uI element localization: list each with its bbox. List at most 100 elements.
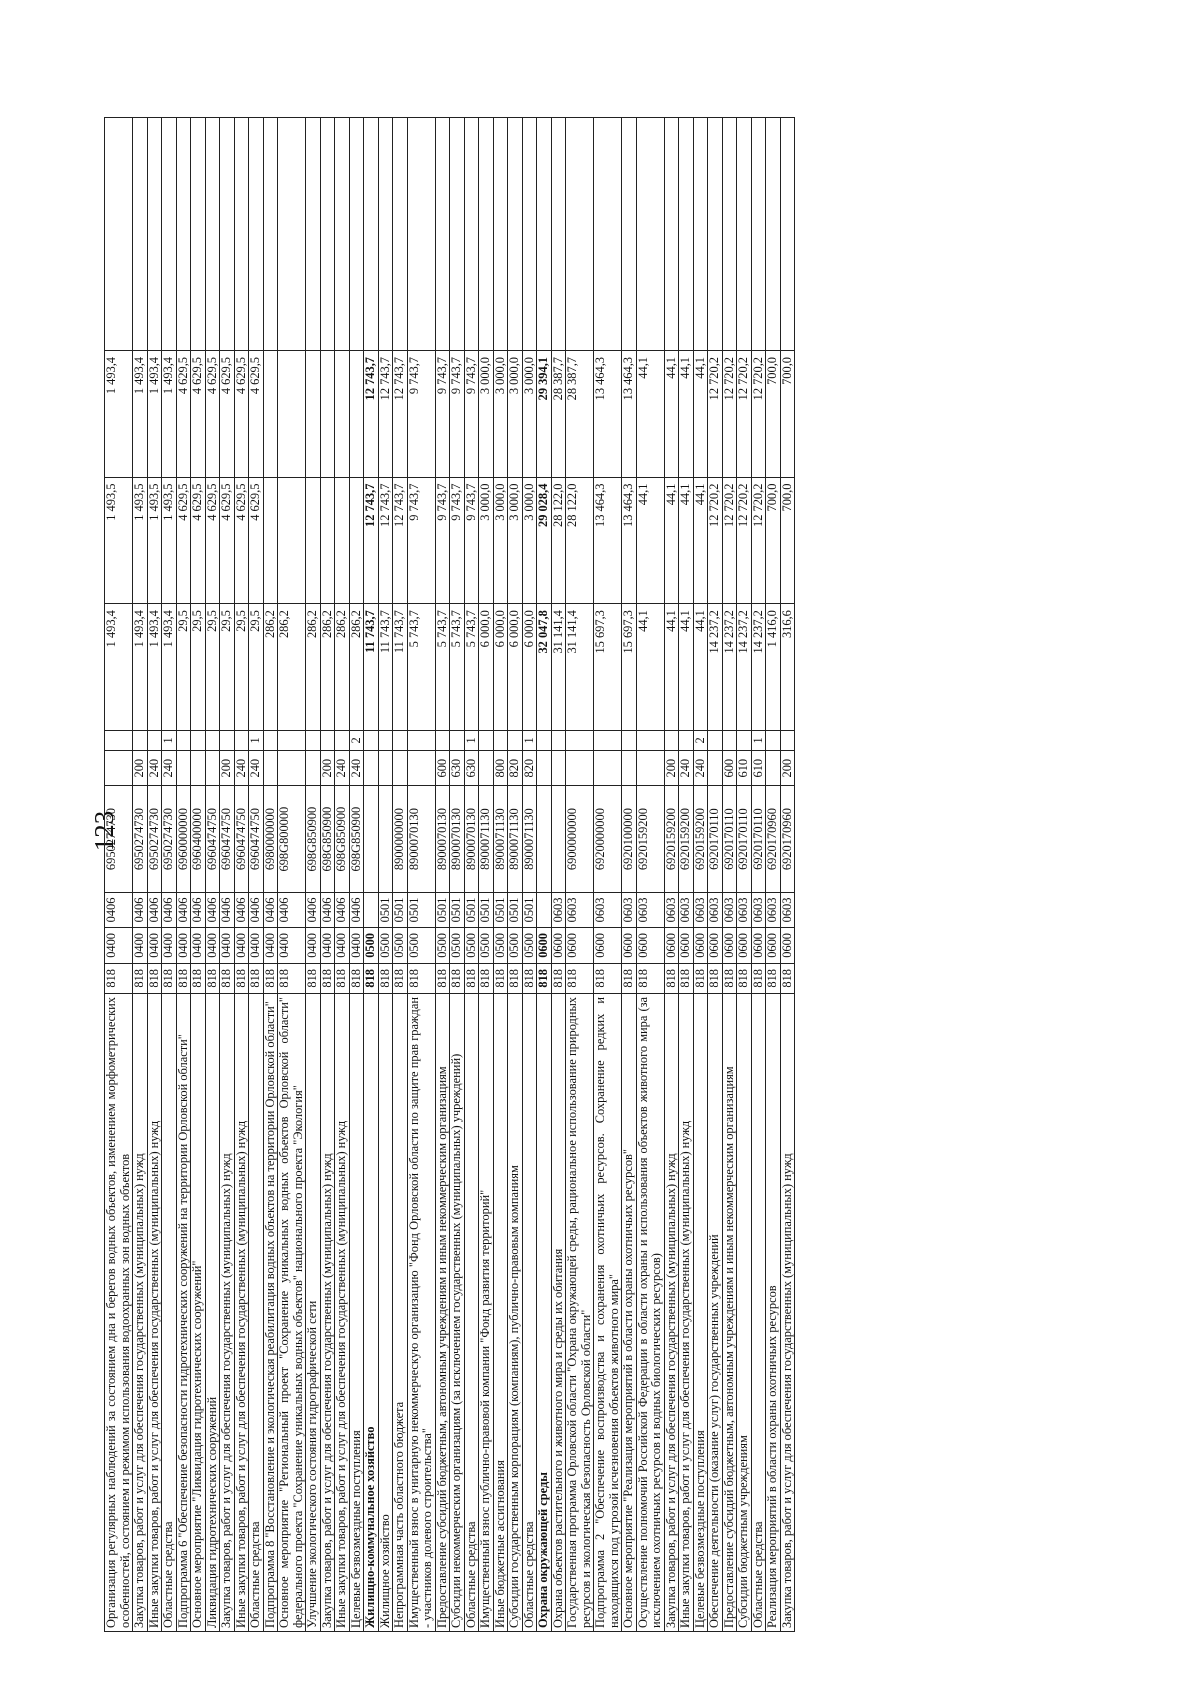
cell-subsection-code: 0406 [305,892,320,928]
cell-expense-type-code [205,750,220,786]
cell-amount-2: 4 629,5 [176,477,191,604]
cell-name: Охрана объектов растительного и животног… [551,993,566,1632]
cell-amount-2: 1 493,5 [161,477,176,604]
cell-target-article-code: 6920000000 [593,785,622,893]
cell-name: Областные средства [751,993,766,1632]
cell-amount-1: 29,5 [234,603,249,731]
cell-grbs-code: 818 [320,963,335,994]
table-row: Закупка товаров, работ и услуг для обесп… [664,117,679,1632]
cell-section-code: 0400 [334,927,349,964]
cell-subsection-code: 0603 [780,892,795,928]
cell-target-article-code: 6960474750 [205,785,220,893]
cell-name: Предоставление субсидий бюджетным, автон… [722,993,737,1632]
cell-expense-type-code [536,750,551,786]
cell-amount-4 [320,117,335,351]
cell-amount-2: 12 743,7 [363,477,378,604]
cell-name: Организация регулярных наблюдений за сос… [104,993,133,1632]
cell-name: Предоставление субсидий бюджетным, автон… [435,993,450,1632]
cell-source-code [478,730,493,751]
cell-source-code [334,730,349,751]
cell-name: Иные бюджетные ассигнования [493,993,508,1632]
cell-section-code: 0400 [263,927,278,964]
cell-grbs-code: 818 [736,963,751,994]
cell-target-article-code: 698G850900 [320,785,335,893]
cell-grbs-code: 818 [190,963,205,994]
cell-name: Подпрограмма 6 "Обеспечение безопасности… [176,993,191,1632]
cell-subsection-code: 0406 [147,892,162,928]
cell-target-article-code: 8900071130 [478,785,493,893]
cell-target-article-code: 698G850900 [334,785,349,893]
cell-source-code [378,730,393,751]
cell-source-code [765,730,780,751]
cell-target-article-code [378,785,393,893]
table-row: Организация регулярных наблюдений за сос… [104,117,133,1632]
cell-amount-4 [234,117,249,351]
cell-subsection-code: 0603 [593,892,622,928]
cell-subsection-code: 0406 [132,892,147,928]
cell-name: Жилищное хозяйство [378,993,393,1632]
table-row: Предоставление субсидий бюджетным, автон… [722,117,737,1632]
cell-subsection-code: 0603 [693,892,708,928]
cell-amount-3 [263,350,278,478]
cell-amount-3: 700,0 [765,350,780,478]
cell-section-code: 0500 [507,927,522,964]
table-row: Основное мероприятие "Региональный проек… [277,117,306,1632]
cell-subsection-code: 0406 [277,892,306,928]
cell-amount-2: 1 493,5 [104,477,133,604]
cell-name: Основное мероприятие "Ликвидация гидроте… [190,993,205,1632]
cell-name: Областные средства [161,993,176,1632]
cell-amount-1: 44,1 [678,603,693,731]
cell-section-code: 0400 [320,927,335,964]
cell-amount-1: 6 000,0 [522,603,537,731]
cell-target-article-code: 698G850900 [349,785,364,893]
cell-expense-type-code: 200 [132,750,147,786]
cell-amount-3: 4 629,5 [190,350,205,478]
cell-source-code [636,730,664,751]
cell-amount-1: 31 141,4 [551,603,566,731]
cell-subsection-code: 0501 [378,892,393,928]
cell-source-code: 2 [349,730,364,751]
cell-amount-4 [176,117,191,351]
cell-amount-1: 1 493,4 [104,603,133,731]
cell-section-code: 0600 [707,927,722,964]
cell-amount-2: 12 720,2 [722,477,737,604]
cell-source-code: 1 [751,730,766,751]
cell-amount-4 [205,117,220,351]
cell-amount-2: 9 743,7 [449,477,464,604]
cell-expense-type-code: 200 [219,750,234,786]
cell-subsection-code: 0603 [736,892,751,928]
cell-section-code: 0400 [277,927,306,964]
cell-name: Подпрограмма 2 "Обеспечение воспроизводс… [593,993,622,1632]
cell-amount-2: 3 000,0 [507,477,522,604]
cell-grbs-code: 818 [507,963,522,994]
cell-amount-2 [320,477,335,604]
cell-amount-3: 4 629,5 [205,350,220,478]
cell-section-code: 0400 [161,927,176,964]
cell-amount-3: 12 720,2 [707,350,722,478]
cell-section-code: 0400 [248,927,263,964]
cell-name: Закупка товаров, работ и услуг для обесп… [780,993,795,1632]
cell-amount-1: 5 743,7 [435,603,450,731]
cell-grbs-code: 818 [536,963,551,994]
cell-name: Основное мероприятие "Региональный проек… [277,993,306,1632]
cell-subsection-code: 0603 [722,892,737,928]
cell-expense-type-code: 240 [147,750,162,786]
table-row: Осуществление полномочий Российской Феде… [636,117,664,1632]
cell-expense-type-code [305,750,320,786]
cell-subsection-code: 0406 [190,892,205,928]
cell-target-article-code [363,785,378,893]
cell-section-code: 0600 [536,927,551,964]
cell-grbs-code: 818 [722,963,737,994]
cell-name: Областные средства [248,993,263,1632]
cell-amount-4 [780,117,795,351]
cell-expense-type-code: 240 [678,750,693,786]
cell-name: Имущественный взнос в унитарную некоммер… [407,993,435,1632]
cell-amount-4 [722,117,737,351]
cell-amount-1: 11 743,7 [363,603,378,731]
cell-section-code: 0400 [349,927,364,964]
cell-target-article-code [536,785,551,893]
cell-amount-3: 3 000,0 [493,350,508,478]
